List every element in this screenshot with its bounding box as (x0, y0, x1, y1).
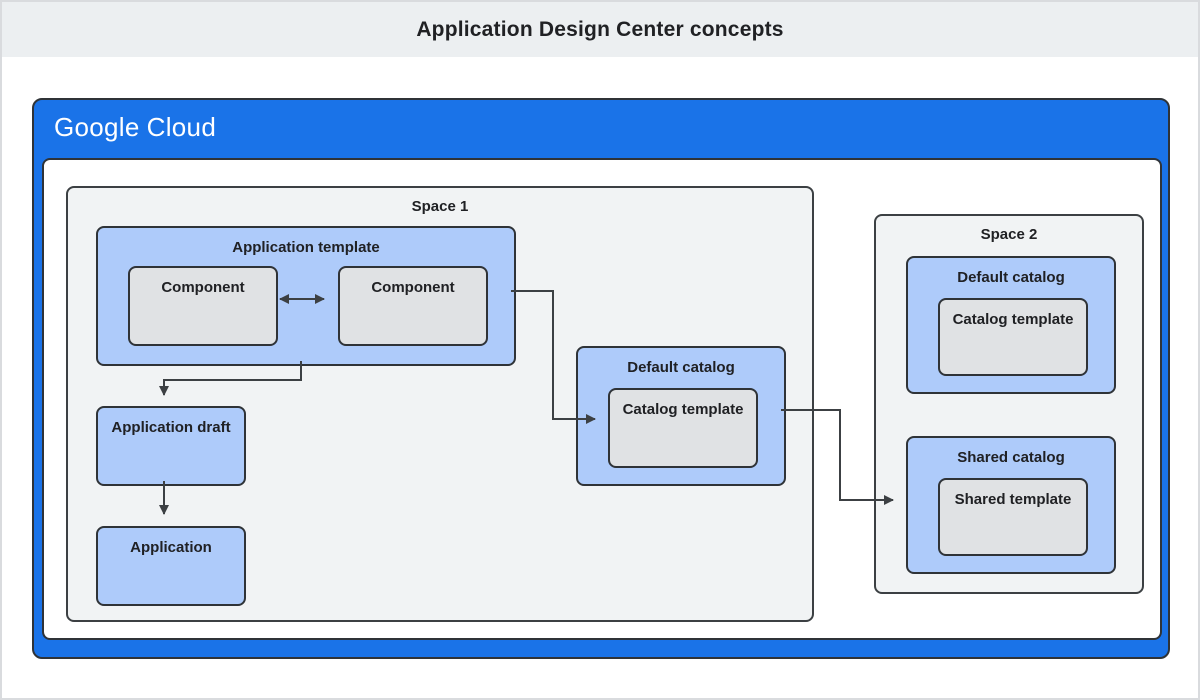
cloud-inner-panel: Space 1 Application template Component C… (42, 158, 1162, 640)
shared-catalog-label: Shared catalog (957, 449, 1065, 466)
space2-catalog-template-label: Catalog template (952, 311, 1074, 328)
space1-catalog-template-label: Catalog template (622, 401, 744, 418)
shared-catalog-box: Shared catalog Shared template (906, 436, 1116, 574)
component-right-label: Component (371, 279, 455, 296)
figure-title: Application Design Center concepts (416, 17, 784, 41)
component-left-box: Component (128, 266, 278, 346)
space2-default-catalog-box: Default catalog Catalog template (906, 256, 1116, 394)
space-2-container: Space 2 Default catalog Catalog template… (874, 214, 1144, 594)
shared-template-label: Shared template (954, 491, 1072, 508)
application-draft-box: Application draft (96, 406, 246, 486)
space2-catalog-template-box: Catalog template (938, 298, 1088, 376)
space-2-label: Space 2 (980, 226, 1038, 243)
logo-word-cloud: Cloud (146, 112, 217, 142)
application-label: Application (130, 539, 212, 556)
application-template-label: Application template (232, 239, 380, 256)
shared-template-box: Shared template (938, 478, 1088, 556)
component-right-box: Component (338, 266, 488, 346)
space1-catalog-template-box: Catalog template (608, 388, 758, 468)
component-left-label: Component (161, 279, 245, 296)
logo-word-google: Google (54, 112, 140, 142)
space1-default-catalog-label: Default catalog (627, 359, 735, 376)
application-draft-label: Application draft (111, 419, 231, 436)
application-box: Application (96, 526, 246, 606)
title-band: Application Design Center concepts (2, 2, 1198, 57)
space-1-container: Space 1 Application template Component C… (66, 186, 814, 622)
space1-default-catalog-box: Default catalog Catalog template (576, 346, 786, 486)
space-1-label: Space 1 (411, 198, 469, 215)
space2-default-catalog-label: Default catalog (957, 269, 1065, 286)
application-template-box: Application template Component Component (96, 226, 516, 366)
